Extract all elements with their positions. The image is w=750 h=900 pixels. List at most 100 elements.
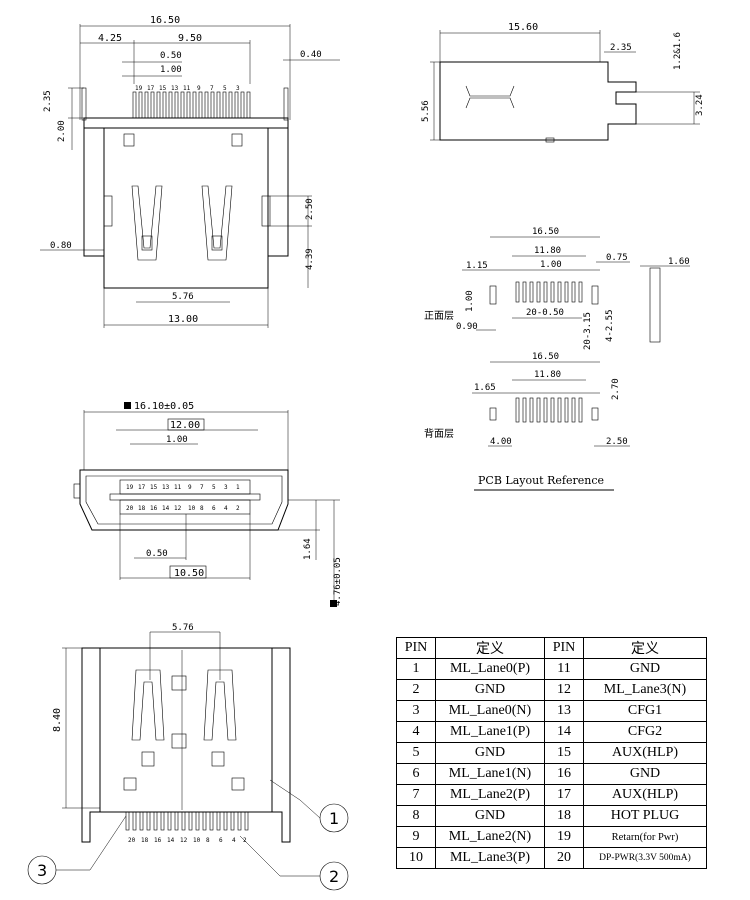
pin-definition: DP-PWR(3.3V 500mA)	[583, 847, 707, 869]
pin-number: 1	[396, 658, 436, 680]
table-header-row: PIN 定义 PIN 定义	[396, 637, 707, 659]
dim-base-width: 13.00	[168, 314, 198, 325]
pin-number: 7	[396, 784, 436, 806]
pin-number: 12	[544, 679, 584, 701]
pin-label: 15	[150, 484, 158, 491]
dim-plug-span: 12.00	[170, 420, 200, 431]
plug-bottom-pins: 20 18 16 14 12 10 8 6 4 2	[126, 505, 240, 512]
pin-label: 7	[200, 484, 204, 491]
pin-definition: ML_Lane0(N)	[435, 700, 545, 722]
pin-label: 5	[223, 85, 227, 92]
pin-definition: ML_Lane1(P)	[435, 721, 545, 743]
pin-label: 13	[171, 85, 179, 92]
pin-label: 4	[232, 837, 236, 844]
pin-definition: ML_Lane0(P)	[435, 658, 545, 680]
pin-label: 11	[174, 484, 182, 491]
dim-body-top: 2.00	[57, 120, 67, 142]
pin-label: 18	[141, 837, 149, 844]
pin-label: 8	[200, 505, 204, 512]
dim-pcb-pad-width: 0.75	[606, 253, 628, 263]
pin-label: 16	[150, 505, 158, 512]
dim-pin-len: 2.35	[43, 90, 53, 112]
pin-number: 13	[544, 700, 584, 722]
pin-label: 13	[162, 484, 170, 491]
pin-definition: CFG2	[583, 721, 707, 743]
dim-pcb-left: 1.15	[466, 261, 488, 271]
pin-definition: GND	[435, 742, 545, 764]
callout-1: 1	[329, 809, 339, 828]
pin-definition: ML_Lane3(N)	[583, 679, 707, 701]
dim-side-height: 5.56	[421, 100, 431, 122]
pcb-layout-caption: PCB Layout Reference	[478, 474, 604, 487]
top-layer-label: 正面层	[424, 310, 454, 322]
bottom-view: 5.76 8.40 20	[27, 623, 349, 891]
pin-label: 10	[188, 505, 196, 512]
dim-pcb-bottom-height: 2.70	[611, 378, 621, 400]
pin-label: 2	[243, 837, 247, 844]
dim-pcb-top-width: 16.50	[532, 227, 559, 237]
pin-definition: ML_Lane1(N)	[435, 763, 545, 785]
pin-label: 20	[126, 505, 134, 512]
pin-label: 15	[159, 85, 167, 92]
dim-left-offset: 4.25	[98, 33, 122, 44]
dim-notch-height: 2.50	[305, 198, 315, 220]
pin-definition: GND	[435, 805, 545, 827]
dim-pitch-half: 0.50	[160, 51, 182, 61]
dim-pcb-vert-a: 20-3.15	[583, 312, 593, 350]
pin-number: 9	[396, 826, 436, 848]
plug-top-pins: 19 17 15 13 11 9 7 5 3 1	[126, 484, 240, 491]
pin-label: 19	[126, 484, 134, 491]
dim-tab: 2.35	[610, 43, 632, 53]
dim-notch-width: 0.80	[50, 241, 72, 251]
dim-bottom-span: 5.76	[172, 623, 194, 633]
pin-number: 16	[544, 763, 584, 785]
callout-3: 3	[37, 861, 47, 880]
pin-number: 4	[396, 721, 436, 743]
pin-number: 11	[544, 658, 584, 680]
pin-label: 3	[236, 85, 240, 92]
bottom-pin-labels: 20 18 16 14 12 10 8 6 4 2	[128, 837, 247, 844]
dim-pcb-inner: 11.80	[534, 246, 561, 256]
dim-pcb-bottom-right-b: 2.50	[606, 437, 628, 447]
top-pin-labels: 19 17 15 13 11 9 7 5 3	[135, 85, 240, 92]
pin-label: 20	[128, 837, 136, 844]
dim-pcb-pad-side: 1.60	[668, 257, 690, 267]
dim-plug-pitch: 1.00	[166, 435, 188, 445]
pin-label: 2	[236, 505, 240, 512]
pin-definition: ML_Lane2(N)	[435, 826, 545, 848]
pin-definition: CFG1	[583, 700, 707, 722]
dim-pitch: 1.00	[160, 65, 182, 75]
side-view: 15.60 2.35 1.2&1.6 5.56 3.24	[421, 22, 705, 143]
pin-label: 11	[183, 85, 191, 92]
pin-label: 17	[138, 484, 146, 491]
dim-plug-half: 0.50	[146, 549, 168, 559]
pin-definition: ML_Lane2(P)	[435, 784, 545, 806]
dim-pcb-bottom-left: 1.65	[474, 383, 496, 393]
header-definition: 定义	[435, 637, 545, 659]
pin-definition: HOT PLUG	[583, 805, 707, 827]
dim-tab-height: 1.2&1.6	[673, 32, 683, 70]
dim-notch-bottom: 4.39	[305, 248, 315, 270]
pin-label: 3	[224, 484, 228, 491]
dim-pcb-span: 20-0.50	[526, 308, 564, 318]
pin-definition: AUX(HLP)	[583, 742, 707, 764]
pin-number: 14	[544, 721, 584, 743]
dim-pcb-bottom-width: 16.50	[532, 352, 559, 362]
pin-definition: Retarn(for Pwr)	[583, 826, 707, 848]
pin-number: 20	[544, 847, 584, 869]
plug-face-view: 16.10±0.05 12.00 1.00 19 17 15 13 11 9 7…	[73, 401, 343, 607]
pin-label: 17	[147, 85, 155, 92]
dim-plug-outer: 16.10±0.05	[134, 401, 194, 412]
